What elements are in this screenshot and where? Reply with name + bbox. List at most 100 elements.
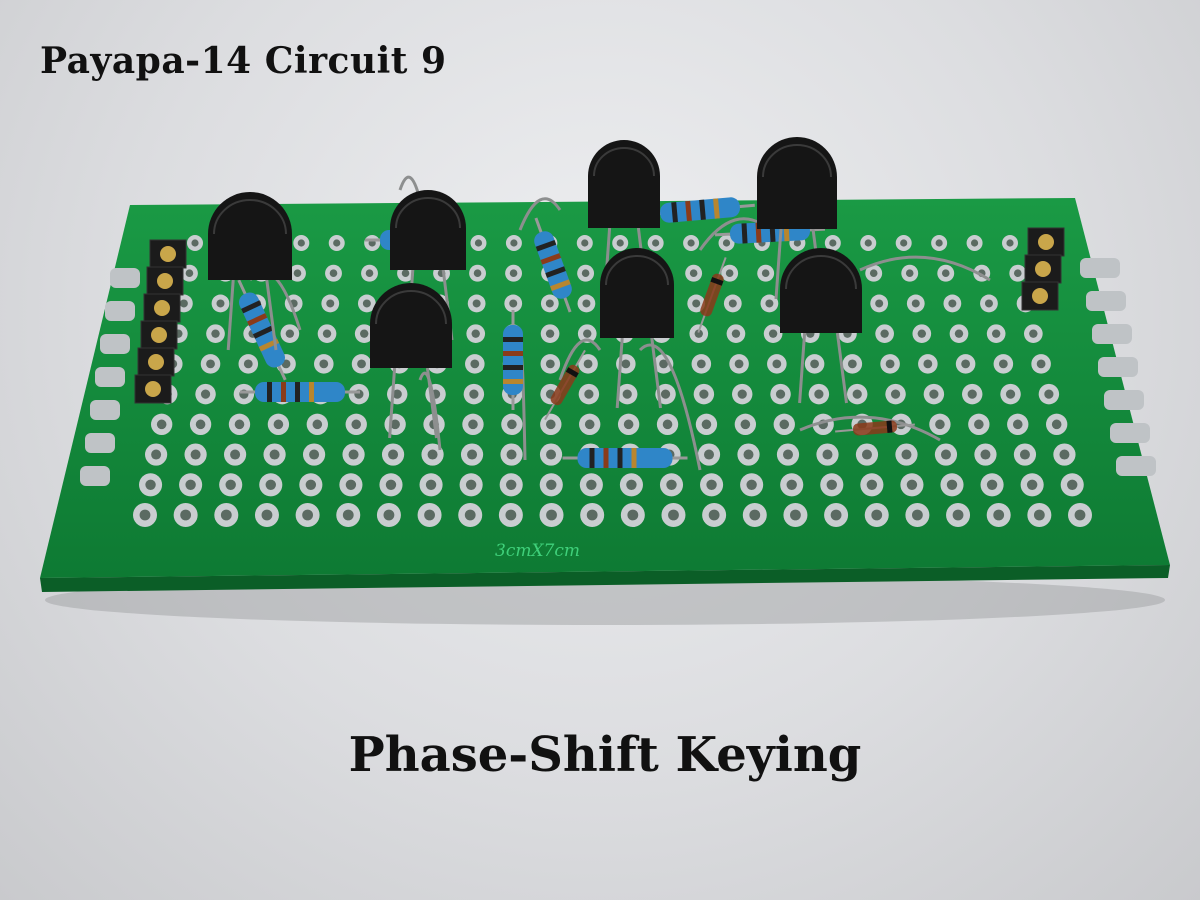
pad-hole — [469, 389, 479, 399]
pad-hole — [901, 449, 912, 460]
pad-hole — [506, 479, 517, 490]
pad-hole — [740, 419, 751, 430]
pad-hole — [692, 299, 701, 308]
edge-pad — [90, 400, 120, 420]
pad-hole — [401, 269, 410, 278]
pin-header-right-pin — [1032, 288, 1048, 304]
pad-hole — [581, 269, 590, 278]
pin-header-left-pin — [151, 327, 167, 343]
pad-hole — [545, 419, 556, 430]
pad-hole — [984, 299, 993, 308]
resistor-band — [631, 448, 637, 468]
pad-hole — [583, 359, 593, 369]
resistor-band — [503, 365, 523, 370]
pad-hole — [1059, 449, 1070, 460]
resistor-band — [309, 382, 314, 402]
pad-hole — [826, 479, 837, 490]
pad-hole — [616, 239, 624, 247]
resistor-band — [503, 337, 523, 342]
edge-pad — [85, 433, 115, 453]
pad-hole — [935, 419, 945, 430]
resistor-band — [252, 325, 274, 339]
pad-hole — [911, 299, 920, 308]
pad-hole — [392, 389, 402, 399]
resistor-band — [699, 199, 706, 220]
pad-hole — [139, 509, 151, 521]
transistor-lead — [265, 279, 278, 351]
pad-hole — [151, 449, 162, 460]
pad-hole — [659, 359, 668, 369]
pad-hole — [814, 389, 824, 399]
pad-hole — [425, 479, 437, 490]
pad-hole — [923, 359, 933, 369]
pad-hole — [584, 389, 594, 399]
pad-hole — [699, 389, 709, 399]
lead-wire — [638, 343, 702, 471]
resistor-band — [281, 382, 286, 402]
pad-hole — [1067, 479, 1078, 490]
pad-hole — [546, 449, 557, 460]
pad-hole — [627, 509, 639, 521]
transistor-highlight — [605, 255, 669, 286]
transistor-highlight — [395, 197, 461, 229]
transistor — [208, 192, 292, 280]
edge-pad — [80, 466, 110, 486]
pin-header-left-pin — [145, 381, 161, 397]
pad-hole — [1005, 389, 1016, 399]
pad-hole — [772, 359, 782, 369]
pad-hole — [220, 509, 232, 521]
pad-hole — [929, 389, 939, 399]
transistor-lead — [388, 367, 397, 439]
pad-hole — [586, 509, 598, 521]
edge-pad — [1092, 324, 1132, 344]
pad-hole — [1019, 449, 1030, 460]
pad-hole — [472, 299, 481, 308]
pad-hole — [622, 389, 632, 399]
resistor-band — [741, 223, 748, 244]
pad-hole — [470, 359, 480, 369]
pad-hole — [1026, 479, 1038, 490]
edge-pad — [105, 301, 135, 321]
pad-hole — [390, 419, 400, 430]
pad-hole — [701, 419, 712, 430]
pad-hole — [345, 479, 357, 490]
pad-hole — [911, 509, 923, 521]
pad-hole — [743, 449, 754, 460]
pad-hole — [734, 359, 744, 369]
transistor — [390, 190, 466, 270]
pad-hole — [980, 449, 991, 460]
pad-hole — [234, 419, 245, 430]
pad-hole — [156, 419, 167, 430]
pad-hole — [468, 419, 478, 430]
pad-hole — [1074, 509, 1086, 521]
pad-hole — [348, 449, 359, 460]
pad-hole — [822, 449, 833, 460]
transistor — [757, 137, 837, 229]
pad-hole — [464, 509, 476, 521]
pin-header-right-pin — [1038, 234, 1054, 250]
pad-hole — [506, 449, 517, 460]
pad-hole — [623, 419, 634, 430]
pad-hole — [782, 449, 793, 460]
pad-hole — [961, 359, 971, 369]
title: Payapa-14 Circuit 9 — [40, 40, 447, 82]
pad-hole — [786, 479, 797, 490]
pad-hole — [871, 509, 883, 521]
transistor-highlight — [213, 199, 287, 235]
pad-hole — [467, 449, 478, 460]
pad-hole — [1044, 389, 1054, 399]
pcb-board — [40, 198, 1170, 578]
resistor-band — [295, 382, 300, 402]
pad-hole — [974, 419, 984, 430]
pad-hole — [546, 479, 557, 490]
diode-band — [710, 276, 724, 286]
pad-hole — [351, 419, 362, 430]
pad-hole — [545, 299, 554, 308]
diode-band — [886, 420, 893, 433]
resistor-band — [540, 253, 562, 265]
pad-hole — [583, 329, 592, 338]
pad-hole — [689, 269, 698, 278]
pad-hole — [1033, 509, 1045, 521]
diode — [697, 257, 727, 333]
